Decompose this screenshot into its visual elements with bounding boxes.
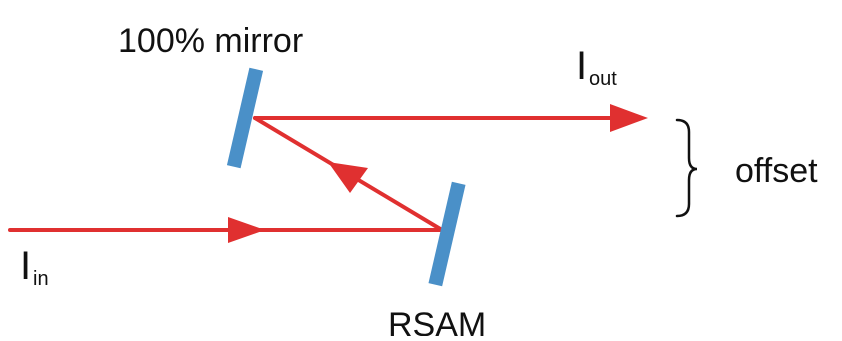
- offset-bracket-icon: [675, 118, 698, 218]
- full-mirror: [226, 67, 264, 169]
- rsam-label: RSAM: [388, 306, 486, 336]
- input-beam-arrow-icon: [228, 217, 265, 243]
- output-subscript: out: [589, 68, 617, 90]
- output-intensity-label: I out: [576, 44, 617, 90]
- input-subscript: in: [33, 268, 49, 290]
- rsam-mirror: [428, 181, 466, 287]
- input-symbol: I: [20, 244, 31, 288]
- beam-paths: [8, 116, 642, 232]
- output-symbol: I: [576, 44, 587, 88]
- mirror-label: 100% mirror: [118, 22, 303, 60]
- output-beam-arrow-icon: [610, 104, 648, 132]
- offset-label: offset: [735, 152, 818, 190]
- input-intensity-label: I in: [20, 244, 49, 290]
- reflected-beam-arrow-icon: [328, 162, 368, 193]
